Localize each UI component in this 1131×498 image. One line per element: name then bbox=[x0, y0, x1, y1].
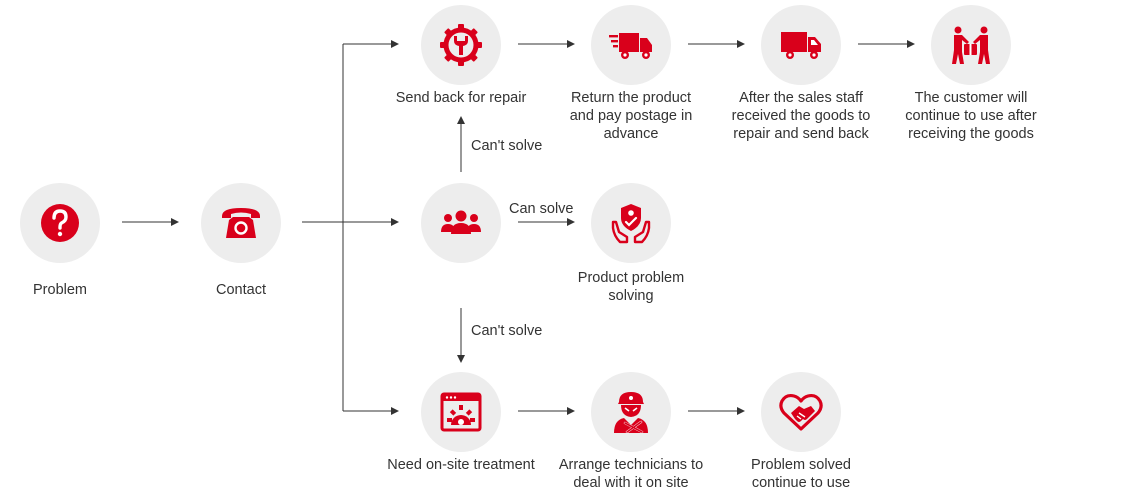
handover-icon bbox=[952, 26, 990, 64]
node-sales-staff bbox=[761, 5, 841, 85]
label-send-back: Send back for repair bbox=[395, 90, 527, 106]
node-team bbox=[421, 183, 501, 263]
label-technician: Arrange technicians to deal with it on s… bbox=[558, 457, 704, 491]
edge-label-can-solve: Can solve bbox=[509, 201, 574, 217]
label-sales-staff: After the sales staff received the goods… bbox=[731, 90, 871, 142]
gear-wrench-icon bbox=[440, 24, 482, 66]
node-onsite bbox=[421, 372, 501, 452]
label-product-solved: Product problem solving bbox=[577, 270, 685, 304]
node-send-back bbox=[421, 5, 501, 85]
node-contact bbox=[201, 183, 281, 263]
label-customer: The customer will continue to use after … bbox=[905, 90, 1037, 142]
browser-gear-icon bbox=[440, 392, 482, 432]
technician-icon bbox=[614, 392, 648, 434]
node-technician bbox=[591, 372, 671, 452]
node-customer bbox=[931, 5, 1011, 85]
question-icon bbox=[41, 204, 79, 242]
truck-icon bbox=[781, 32, 821, 59]
fast-truck-icon bbox=[609, 33, 652, 59]
label-return-product: Return the product and pay postage in ad… bbox=[569, 90, 693, 142]
node-problem-solved bbox=[761, 372, 841, 452]
shield-hands-icon bbox=[611, 204, 651, 244]
node-problem bbox=[20, 183, 100, 263]
node-return-product bbox=[591, 5, 671, 85]
handshake-heart-icon bbox=[779, 393, 823, 431]
label-contact: Contact bbox=[216, 282, 266, 298]
telephone-icon bbox=[222, 208, 260, 238]
edge-label-cant-solve-up: Can't solve bbox=[471, 138, 543, 154]
label-problem: Problem bbox=[33, 282, 87, 298]
edge-label-cant-solve-down: Can't solve bbox=[471, 323, 543, 339]
label-problem-solved: Problem solved continue to use bbox=[751, 457, 851, 491]
label-onsite: Need on-site treatment bbox=[387, 457, 535, 473]
node-product-solved bbox=[591, 183, 671, 263]
team-icon bbox=[441, 210, 481, 234]
